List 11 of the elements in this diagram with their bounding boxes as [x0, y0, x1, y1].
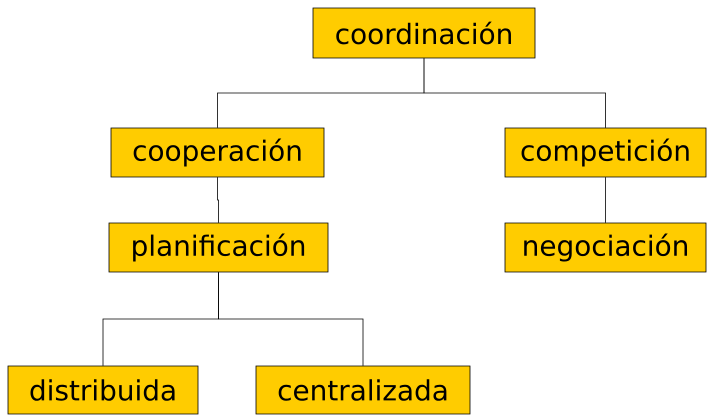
connector-line: [605, 177, 606, 223]
label-box: competición: [504, 128, 706, 178]
connector-line: [424, 58, 606, 128]
connector-line: [218, 272, 364, 366]
connector-line: [217, 177, 219, 223]
label-box: cooperación: [110, 128, 324, 178]
label-box: coordinación: [312, 8, 536, 58]
label-box: negociación: [504, 222, 706, 272]
label-box: planificación: [108, 222, 328, 272]
label-box: distribuida: [8, 366, 198, 414]
label-box: centralizada: [256, 366, 470, 414]
